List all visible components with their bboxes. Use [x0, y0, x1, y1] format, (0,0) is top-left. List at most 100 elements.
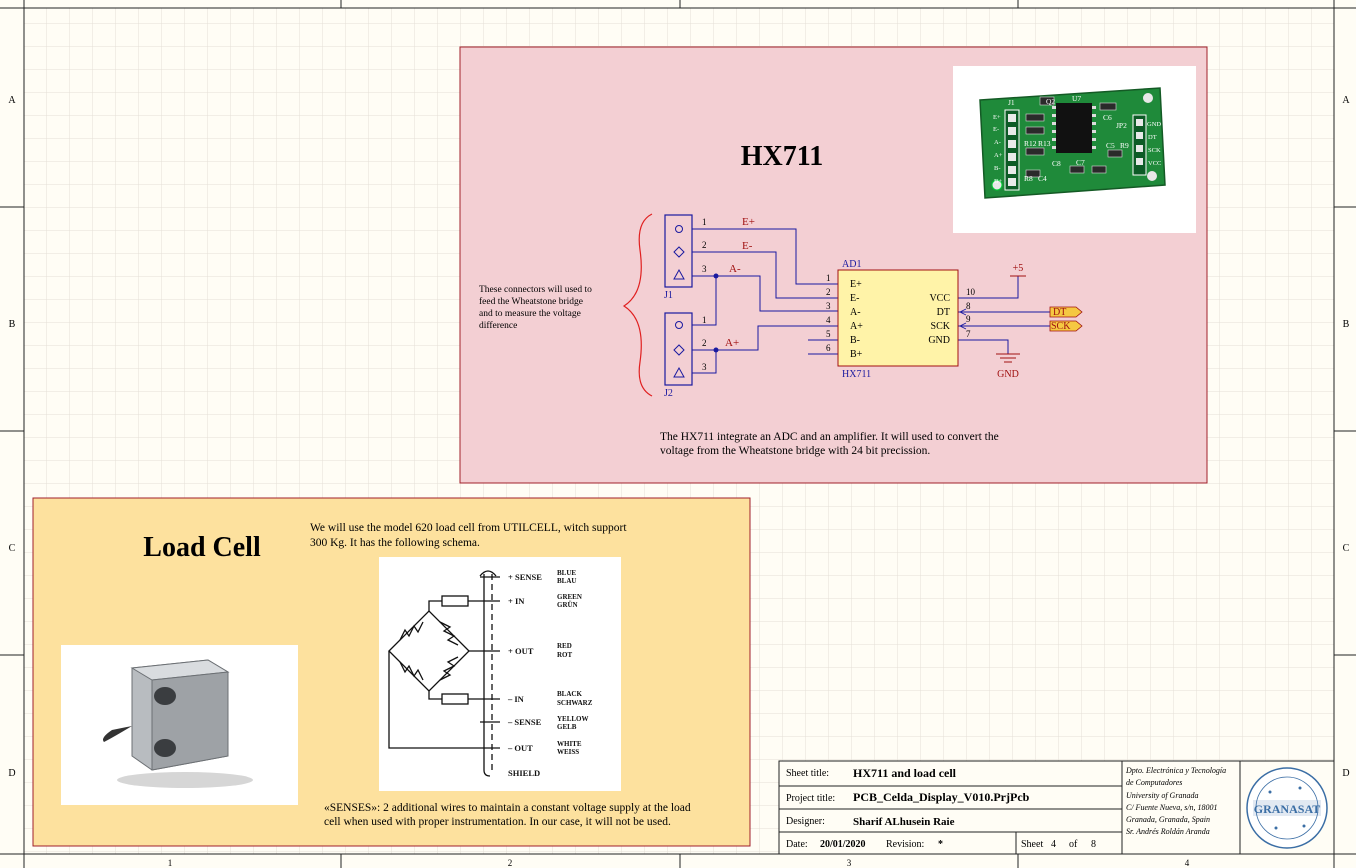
pcb-pin-gnd: GND	[1147, 121, 1161, 128]
pcb-label-u7: U7	[1072, 94, 1081, 103]
date-label: Date:	[786, 839, 808, 850]
wire-label-minus-out: – OUT	[507, 743, 533, 753]
port-sck-label: SCK	[1051, 321, 1071, 332]
col-label-3: 3	[847, 858, 852, 868]
sheet-number: 4	[1051, 839, 1056, 850]
pcb-pin-b-plus: B+	[994, 178, 1002, 185]
pcb-pin-dt: DT	[1148, 134, 1157, 141]
pcb-pin-vcc: VCC	[1148, 160, 1161, 167]
j2-label: J2	[664, 388, 673, 399]
power-symbol: +5	[1010, 263, 1026, 277]
power-label: +5	[1013, 263, 1024, 274]
wire-color-black: BLACK	[557, 690, 582, 698]
j2-pin-3: 3	[702, 362, 707, 372]
senses-note-line-1: «SENSES»: 2 additional wires to maintain…	[324, 802, 691, 814]
pcb-label-q2: Q2	[1046, 97, 1055, 106]
wire-label-shield: SHIELD	[508, 768, 540, 778]
ic-pin-e-minus: E-	[850, 293, 859, 304]
sheet-title-value: HX711 and load cell	[853, 766, 957, 780]
wire-label-plus-out: + OUT	[508, 646, 534, 656]
connector-note: These connectors will used to feed the W…	[479, 285, 592, 331]
ic-num-3: 3	[826, 301, 831, 311]
pcb-label-c5: C5	[1106, 141, 1115, 150]
sheet-title-label: Sheet title:	[786, 768, 829, 779]
pcb-label-j1: J1	[1008, 98, 1015, 107]
pcb-label-c6: C6	[1103, 113, 1112, 122]
designer-label: Designer:	[786, 816, 825, 827]
pcb-pin-e-minus: E-	[993, 126, 999, 133]
of-label: of	[1069, 839, 1078, 850]
connector-j2: J2	[664, 312, 693, 399]
col-label-1: 1	[168, 858, 173, 868]
wire-color-green: GREEN	[557, 593, 582, 601]
org-line-2: de Computadores	[1126, 778, 1182, 787]
pcb-pin-sck: SCK	[1148, 147, 1161, 154]
wire-label-minus-in: – IN	[507, 694, 525, 704]
pcb-label-c7: C7	[1076, 158, 1085, 167]
ic-pin-a-plus: A+	[850, 321, 863, 332]
j1-pin-2: 2	[702, 240, 707, 250]
col-label-4: 4	[1185, 858, 1190, 868]
wire-color-rot: ROT	[557, 651, 573, 659]
wire-color-schwarz: SCHWARZ	[557, 699, 593, 707]
ic-pin-vcc: VCC	[929, 293, 950, 304]
wire-label-plus-sense: + SENSE	[508, 572, 542, 582]
ic-num-5: 5	[826, 329, 831, 339]
wires	[692, 228, 1050, 374]
org-line-6: Sr. Andrés Roldán Aranda	[1126, 827, 1210, 836]
org-line-4: C/ Fuente Nueva, s/n, 18001	[1126, 803, 1218, 812]
ic-num-1: 1	[826, 273, 831, 283]
ic-num-10: 10	[966, 287, 976, 297]
loadcell-intro-line-1: We will use the model 620 load cell from…	[310, 522, 627, 534]
loadcell-panel: Load Cell We will use the model 620 load…	[32, 497, 751, 847]
loadcell-title: Load Cell	[143, 532, 261, 563]
connector-note-line-4: difference	[479, 320, 517, 331]
port-dt: DT	[1049, 306, 1083, 318]
hx711-panel: HX711	[459, 46, 1208, 484]
net-label-a-plus: A+	[725, 337, 739, 349]
wire-color-weiss: WEISS	[557, 748, 579, 756]
pcb-label-r13: R13	[1038, 139, 1051, 148]
wire-label-minus-sense: – SENSE	[507, 717, 542, 727]
row-label-c-right: C	[1343, 543, 1350, 554]
ground-symbol: GND	[996, 353, 1020, 380]
ic-pin-dt: DT	[937, 307, 950, 318]
revision-value: *	[938, 839, 943, 850]
loadcell-photo	[61, 645, 298, 805]
ic-num-4: 4	[826, 315, 831, 325]
connector-j1: J1	[664, 214, 693, 301]
ic-num-7: 7	[966, 329, 971, 339]
ic-num-9: 9	[966, 314, 971, 324]
hx711-description-line-2: voltage from the Wheatstone bridge with …	[660, 445, 930, 457]
date-value: 20/01/2020	[820, 839, 866, 850]
row-label-d-right: D	[1342, 768, 1349, 779]
ic-num-2: 2	[826, 287, 831, 297]
ic-pin-sck: SCK	[931, 321, 951, 332]
ic-ref: AD1	[842, 259, 861, 270]
wire-color-white: WHITE	[557, 740, 582, 748]
pcb-pin-a-minus: A-	[994, 139, 1001, 146]
row-label-b-right: B	[1343, 319, 1350, 330]
title-block: Sheet title: HX711 and load cell Project…	[778, 760, 1335, 855]
connector-note-line-3: and to measure the voltage	[479, 309, 581, 319]
wire-color-blau: BLAU	[557, 577, 576, 585]
pcb-label-jp2: JP2	[1116, 121, 1127, 130]
org-line-5: Granada, Granada, Spain	[1126, 815, 1210, 824]
connector-note-line-1: These connectors will used to	[479, 285, 592, 295]
gnd-label: GND	[997, 369, 1019, 380]
pcb-label-r9: R9	[1120, 141, 1129, 150]
loadcell-intro-line-2: 300 Kg. It has the following schema.	[310, 537, 480, 549]
connector-note-line-2: feed the Wheatstone bridge	[479, 296, 583, 307]
ic-pin-a-minus: A-	[850, 307, 861, 318]
wire-label-plus-in: + IN	[508, 596, 525, 606]
pcb-pin-e-plus: E+	[993, 114, 1001, 121]
wire-color-blue: BLUE	[557, 569, 576, 577]
sheet-label: Sheet	[1021, 839, 1043, 850]
hx711-description-line-1: The HX711 integrate an ADC and an amplif…	[660, 431, 999, 443]
logo-text: GRANASAT	[1254, 802, 1320, 816]
sheet-total: 8	[1091, 839, 1096, 850]
j2-pin-2: 2	[702, 338, 707, 348]
revision-label: Revision:	[886, 839, 924, 850]
j1-pin-3: 3	[702, 264, 707, 274]
